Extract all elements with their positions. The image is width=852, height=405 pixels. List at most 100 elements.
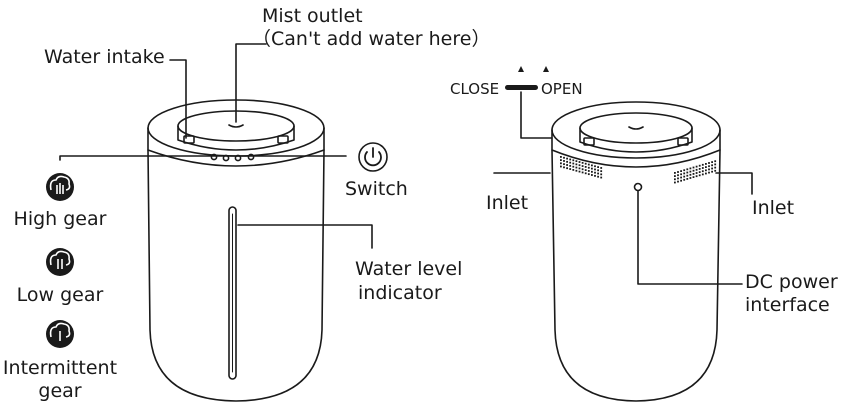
vent-hole [560,159,562,161]
water-level-label-1: Water level [355,258,463,280]
vent-hole [680,179,682,182]
vent-hole [705,169,707,172]
vent-hole [578,167,581,170]
vent-hole [572,162,575,165]
vent-hole [566,167,568,170]
vent-hole [566,164,568,166]
power-icon [358,142,388,172]
vent-hole [594,165,596,168]
vent-hole [575,163,578,166]
vent-hole [701,167,704,169]
vent-hole [591,174,593,176]
vent-hole [569,164,572,167]
vent-hole [711,164,713,167]
switch-label: Switch [345,178,408,200]
vent-hole [714,166,717,169]
vent-hole [683,169,686,172]
vent-hole [695,175,698,178]
vent-hole [569,168,572,170]
leader-lines [59,43,753,285]
vent-hole [581,165,584,167]
vent-hole [674,181,676,184]
inlet-left-label: Inlet [486,192,529,214]
vent-hole [692,166,695,169]
vent-hole [560,156,562,158]
vent-hole [680,176,682,179]
vent-hole [581,161,584,164]
vent-hole [705,163,707,165]
vent-hole [708,162,710,164]
vent-hole [563,160,565,162]
water-level-label-2: indicator [358,282,442,304]
high-gear-label: High gear [13,208,107,230]
vent-hole [689,170,692,173]
vent-hole [600,173,603,176]
vent-hole [686,174,689,177]
vent-hole [584,172,587,175]
vent-hole [600,167,603,169]
vent-hole [714,163,717,166]
vent-hole [594,171,596,174]
humidifier-front-view [147,99,325,402]
vent-hole [578,164,581,167]
close-open-slider [505,66,549,90]
vent-hole [686,178,689,180]
vent-hole [600,170,603,173]
vent-hole [708,171,710,174]
vent-hole [677,171,679,173]
vent-hole [597,166,599,168]
vent-hole [711,170,713,173]
humidifier-back-view [551,101,721,402]
vent-hole [677,174,679,177]
vent-hole [575,169,578,172]
vent-hole [708,168,710,171]
vent-hole [695,168,698,171]
vent-hole [689,173,692,176]
inlet-right-label: Inlet [752,197,795,219]
vent-hole [584,169,587,171]
vent-hole [674,175,676,177]
high-gear-icon [46,173,74,201]
vent-hole [563,166,565,169]
vent-hole [692,176,695,178]
vent-hole [584,166,587,168]
vent-hole [569,161,572,164]
vent-hole [597,169,599,172]
vent-hole [560,165,562,168]
close-label: CLOSE [450,80,500,98]
vent-hole [701,173,704,176]
vent-hole [572,169,575,171]
vent-hole [689,167,692,170]
vent-hole [587,163,590,166]
intermittent-gear-label-2: gear [38,380,82,402]
vent-hole [677,177,679,180]
vent-hole [587,170,590,172]
water-level-window [228,206,237,380]
vent-hole [594,168,596,171]
vent-hole [692,169,695,172]
vent-hole [683,172,686,175]
vent-hole [591,167,593,170]
vent-hole [695,172,698,174]
open-label: OPEN [541,80,583,98]
low-gear-icon [46,248,74,276]
vent-hole [698,174,701,177]
vent-hole [683,178,686,181]
vent-hole [597,175,599,178]
vent-hole [701,170,704,173]
vent-hole [714,160,717,163]
vent-hole [680,173,682,176]
vent-hole [560,162,562,165]
vent-hole [708,165,710,168]
dc-power-label-2: interface [745,294,830,316]
vent-hole [591,164,593,167]
vent-hole [705,166,707,168]
front-body [147,149,325,402]
vent-hole [683,175,686,178]
intermittent-gear-label-1: Intermittent [2,357,118,379]
vent-hole [698,168,701,170]
vent-hole [705,172,707,175]
vent-hole [714,169,717,172]
vent-hole [680,170,682,172]
